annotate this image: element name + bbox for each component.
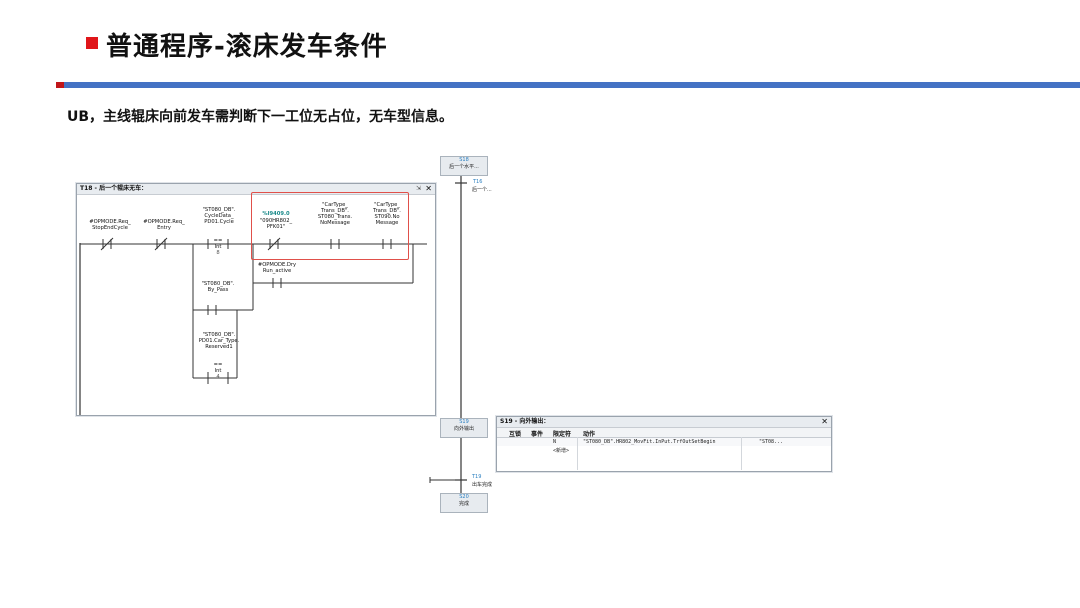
step-s18[interactable]: S18 后一个水平... [440,156,488,176]
close-icon[interactable]: ✕ [821,417,828,426]
window-titlebar[interactable]: T18 - 后一个辊床无车： ⇲ ✕ [77,184,435,195]
step-name: 完成 [458,501,469,507]
transition-t16-name[interactable]: 后一个... [472,187,492,193]
ladder-diagram [79,237,427,415]
compare-op: == Int [213,238,223,250]
contact-req-stopendcycle[interactable]: #OPMODE.Req_ StopEndCycle [89,219,131,231]
contact-req-entry[interactable]: #OPMODE.Req_ Entry [143,219,185,231]
contact-st080-nomessage[interactable]: "CarType_ Trans_DB". ST080_Trans. NoMess… [317,202,353,226]
table-row[interactable]: N "ST080_DB".HR802_MovFit.InPut.TrfOutSe… [497,438,831,446]
contact-bypass[interactable]: "ST080_DB". By_Pass [201,281,235,293]
transition-t19-number: T19 [472,474,482,480]
column-qualifier[interactable]: 限定符 [553,431,572,438]
table-row[interactable]: <新增> [497,446,831,454]
compare-cartype[interactable]: "ST080_DB". PD01.Car_Type. Reserved1 [198,332,240,350]
compare-op: == Int [213,362,223,374]
step-s19[interactable]: S19 向外输出 [440,418,488,438]
transition-t19-name[interactable]: 出车完成 [472,482,493,488]
value-cell[interactable]: "ST08... [759,439,784,445]
column-divider [577,437,578,470]
action-cell[interactable]: "ST080_DB".HR802_MovFit.InPut.TrfOutSetB… [583,439,716,445]
header-rule [64,82,1080,88]
title-marker [86,37,98,49]
step-s20[interactable]: S20 完成 [440,493,488,513]
header-rule-accent [56,82,64,88]
close-icon[interactable]: ✕ [425,184,432,193]
compare-value: 4 [216,374,220,380]
step-number: S20 [459,494,469,500]
contact-dryrun-active[interactable]: #OPMODE.Dry Run_active [257,262,297,274]
step-name: 后一个水平... [449,164,479,170]
column-action[interactable]: 动作 [583,431,596,438]
resize-icon[interactable]: ⇲ [415,185,421,192]
compare-value: 8 [216,250,220,256]
t18-window[interactable]: T18 - 后一个辊床无车： ⇲ ✕ #OPMODE.Req_ StopEndC… [76,183,436,416]
slide-title: 普通程序-滚床发车条件 [106,32,388,62]
transition-t16-number: T16 [473,179,483,185]
window-title: S19 - 向外输出： [500,418,550,425]
window-titlebar[interactable]: S19 - 向外输出： ✕ [497,417,831,428]
contact-pfk01[interactable]: "090HR802_ PFK01" [259,218,293,230]
io-address: %I9409.0 [262,211,290,217]
add-new-cell[interactable]: <新增> [553,448,570,454]
qualifier-cell[interactable]: N [553,439,557,445]
column-divider [741,437,742,470]
step-number: S19 [459,419,469,425]
window-title: T18 - 后一个辊床无车： [80,185,148,192]
s19-window[interactable]: S19 - 向外输出： ✕ 互锁 事件 限定符 动作 N "ST080_DB".… [496,416,832,472]
step-name: 向外输出 [453,426,474,432]
column-event[interactable]: 事件 [531,431,544,438]
compare-cycle[interactable]: "ST080_DB". CycleData_ PD01.Cycle [202,207,236,225]
column-interlock[interactable]: 互锁 [509,431,522,438]
highlight-box [251,192,409,260]
slide-description: UB，主线辊床向前发车需判断下一工位无占位，无车型信息。 [67,109,454,125]
contact-st090-nomessage[interactable]: "CarType_ Trans_DB". ST090.No Message [373,202,401,226]
grid-header: 互锁 事件 限定符 动作 [497,428,831,438]
sequence-graph [429,165,467,495]
step-number: S18 [459,157,469,163]
